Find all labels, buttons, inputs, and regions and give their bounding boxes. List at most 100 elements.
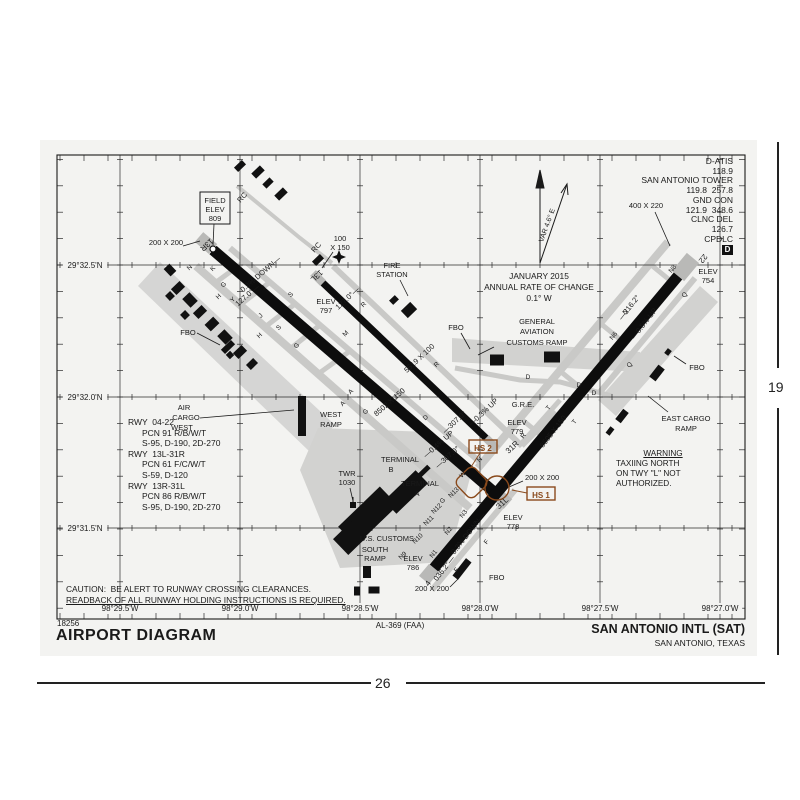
- text-line: PCN 86 R/B/W/T: [142, 491, 207, 502]
- chart-title: AIRPORT DIAGRAM: [56, 627, 217, 644]
- pad-dim-label: 200 X 200: [149, 238, 183, 247]
- taxiway-label: N9: [398, 550, 409, 561]
- pad-dim-label: 200 X 200: [415, 584, 449, 593]
- airport-city: SAN ANTONIO, TEXAS: [654, 638, 745, 648]
- lon-label: 98°29.5'W: [102, 604, 139, 613]
- text-line: D-ATIS: [705, 156, 733, 166]
- text-line: TAXIING NORTH: [616, 459, 680, 468]
- hotspot-1-area: [484, 475, 510, 501]
- airport-name: SAN ANTONIO INTL (SAT): [591, 622, 745, 636]
- facility-label: STATION: [376, 270, 407, 279]
- label-mask: [697, 603, 743, 614]
- building: [251, 165, 265, 179]
- elev-label: 779: [511, 427, 524, 436]
- building: [274, 187, 288, 201]
- field-elev-line: FIELD: [204, 196, 226, 205]
- building: [401, 464, 431, 494]
- field-elev-box: [199, 191, 231, 225]
- field-elev-line: 809: [209, 214, 222, 223]
- taxiway-label: S: [287, 290, 295, 299]
- elev-label: ELEV: [507, 418, 526, 427]
- facility-label: AIR: [178, 403, 191, 412]
- building: [182, 292, 198, 308]
- runway-13r-31l: [209, 245, 498, 497]
- lon-label: 98°28.0'W: [462, 604, 499, 613]
- facility-label: U.S. CUSTOMS: [360, 534, 414, 543]
- chart-reference: AL-369 (FAA): [375, 621, 425, 630]
- building: [165, 291, 175, 301]
- taxiway-label: J: [260, 284, 267, 291]
- building: [233, 160, 247, 172]
- taxiway-label: N: [186, 264, 194, 273]
- building: [615, 408, 629, 424]
- taxiway-label: N: [476, 456, 484, 465]
- building: [368, 586, 380, 594]
- text-line: WARNING: [643, 449, 683, 458]
- text-line: 119.8 257.8: [686, 185, 733, 196]
- taxiway-label: N2: [444, 525, 455, 536]
- facility-label: TERMINAL: [381, 455, 419, 464]
- building: [217, 329, 233, 345]
- facility-label: GENERAL: [519, 317, 555, 326]
- runway-number: 4: [423, 579, 433, 588]
- text-line: PCN 61 F/C/W/T: [142, 459, 206, 470]
- taxiway-label: D: [592, 390, 597, 397]
- building: [311, 254, 325, 266]
- building: [649, 364, 665, 382]
- label-mask: [217, 603, 263, 614]
- elev-label: 754: [702, 276, 715, 285]
- taxiway-label: N3: [459, 508, 470, 519]
- facility-label: A: [414, 489, 419, 498]
- pad-dim-label: 100: [334, 234, 347, 243]
- facility-label: WEST: [171, 423, 193, 432]
- facility-label: FIRE: [383, 261, 400, 270]
- label-mask: [62, 260, 108, 271]
- facility-label: WEST: [320, 410, 342, 419]
- taxiway-label: D: [422, 414, 430, 423]
- beacon-icon: [332, 250, 346, 264]
- label-mask: [62, 523, 108, 534]
- label-mask: [97, 603, 143, 614]
- pad-dim-label: 400 X 220: [629, 201, 663, 210]
- taxiway-label: G: [439, 497, 448, 506]
- building: [225, 350, 235, 360]
- facility-label: FBO: [689, 363, 705, 372]
- hotspot-label: HS 1: [532, 491, 550, 500]
- text-line: 118.9: [712, 165, 733, 176]
- taxiway-label: A: [347, 387, 355, 396]
- building: [389, 295, 399, 305]
- text-line: CAUTION: BE ALERT TO RUNWAY CROSSING CLE…: [66, 584, 311, 594]
- building: [490, 354, 504, 366]
- taxiway-label: J: [257, 312, 264, 319]
- facility-label: RAMP: [675, 424, 697, 433]
- print-height-label: 19: [768, 379, 784, 395]
- taxiway-label: N: [622, 308, 631, 316]
- taxiway-label: R: [360, 301, 368, 310]
- taxiway-label: G: [220, 281, 229, 290]
- taxiway-label: N6: [609, 330, 620, 341]
- runways: [209, 245, 683, 572]
- elev-label: 786: [407, 563, 420, 572]
- text-line: CLNC DEL: [690, 214, 733, 225]
- runway-13l-31r: [320, 280, 489, 441]
- facility-label: G.R.E.: [512, 400, 535, 409]
- pad-dim-label: X 150: [330, 243, 350, 252]
- text-line: GND CON: [692, 194, 733, 205]
- taxiway-label: D: [526, 374, 531, 381]
- building: [163, 263, 177, 277]
- print-width-label: 26: [375, 675, 391, 691]
- taxiway-label: T: [545, 404, 553, 411]
- elev-label: ELEV: [698, 267, 717, 276]
- air-cargo-west-building: [298, 396, 306, 436]
- text-line: SAN ANTONIO TOWER: [641, 175, 733, 186]
- text-line: 121.9 348.6: [685, 204, 733, 215]
- text-line: READBACK OF ALL RUNWAY HOLDING INSTRUCTI…: [66, 595, 346, 605]
- north-arrow: [535, 169, 569, 264]
- facility-label: CARGO: [172, 413, 200, 422]
- dimension-lines: [37, 142, 779, 684]
